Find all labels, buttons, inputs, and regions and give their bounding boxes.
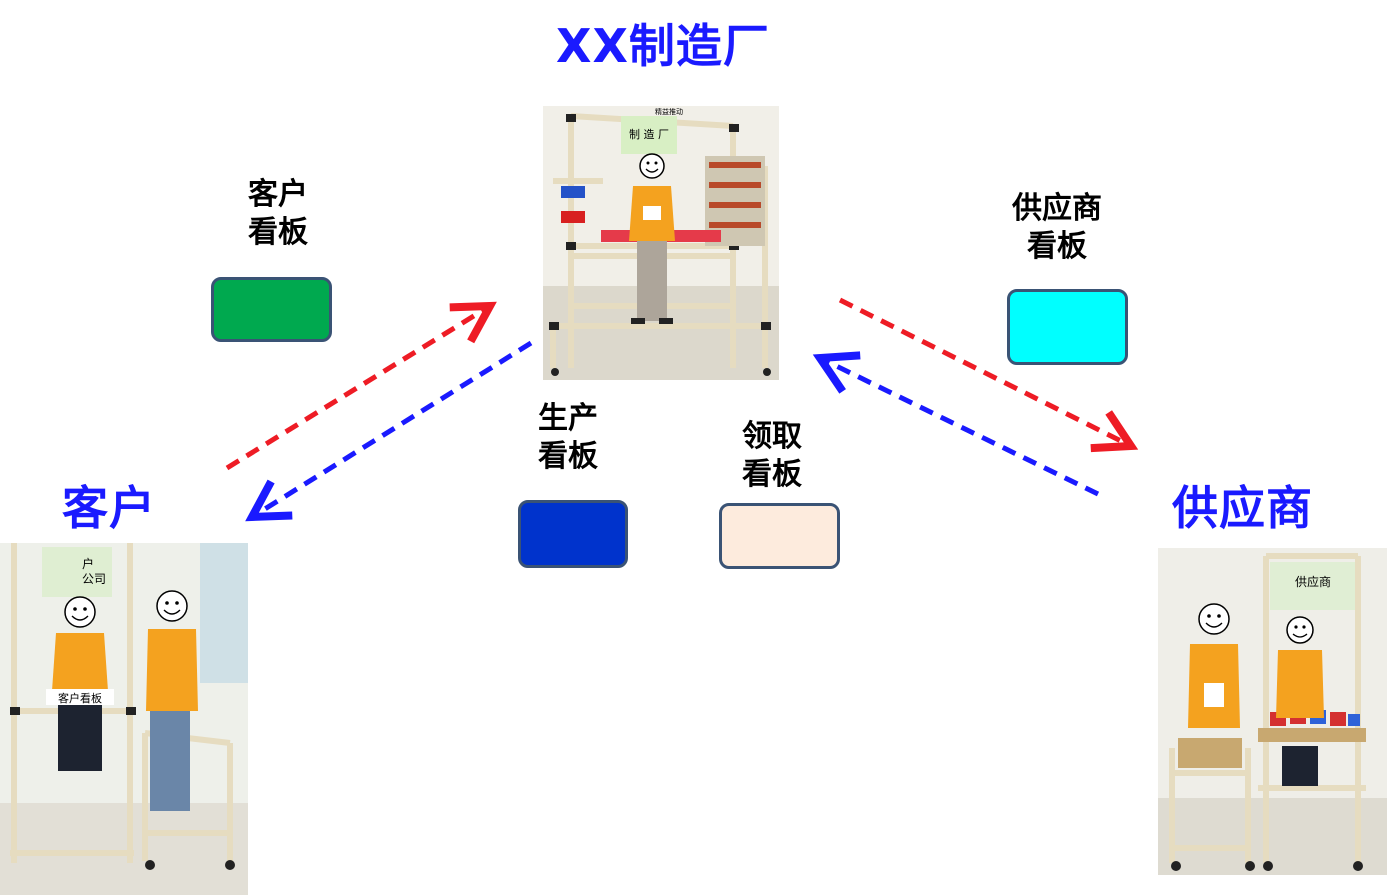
factory-photo: 制 造 厂 精益推动: [543, 106, 779, 380]
factory-title: XX制造厂: [556, 19, 770, 73]
customer-sign-line2: 公司: [82, 572, 106, 586]
smiley-face-icon: [1198, 603, 1230, 635]
arrow-supplier-to-factory: [812, 351, 1100, 497]
smiley-face-icon: [1286, 616, 1314, 644]
customer-sign-line1: 户: [82, 556, 94, 571]
smiley-face-icon: [639, 153, 665, 179]
smiley-face-icon: [156, 590, 188, 622]
production-kanban-card: [518, 500, 628, 568]
customer-photo: 户 公司 客户看板: [0, 543, 248, 895]
factory-sign: 制 造 厂: [629, 127, 669, 141]
withdrawal-kanban-card: [719, 503, 840, 569]
arrow-factory-to-supplier: [838, 297, 1139, 453]
supplier-sign: 供应商: [1295, 574, 1331, 589]
supplier-kanban-label: 供应商 看板: [1000, 190, 1114, 266]
factory-sign-top: 精益推动: [655, 107, 683, 116]
arrow-customer-to-factory: [225, 301, 497, 471]
supplier-kanban-label-line1: 供应商: [1012, 191, 1102, 226]
withdrawal-kanban-label: 领取 看板: [732, 418, 812, 494]
production-kanban-label: 生产 看板: [528, 400, 608, 476]
production-kanban-label-line1: 生产: [538, 401, 598, 436]
customer-kanban-label: 客户 看板: [238, 176, 318, 252]
production-kanban-label-line2: 看板: [538, 439, 598, 474]
customer-title: 客户: [62, 481, 156, 535]
customer-kanban-label-line1: 客户: [248, 177, 308, 212]
customer-kanban-label-line2: 看板: [248, 215, 308, 250]
smiley-face-icon: [64, 596, 96, 628]
arrow-factory-to-customer: [245, 340, 533, 522]
supplier-title: 供应商: [1172, 481, 1313, 535]
supplier-kanban-card: [1007, 289, 1128, 365]
customer-kanban-card: [211, 277, 332, 342]
supplier-kanban-label-line2: 看板: [1027, 229, 1087, 264]
withdrawal-kanban-label-line1: 领取: [742, 419, 802, 454]
supplier-photo: 供应商: [1158, 548, 1387, 875]
customer-board-label: 客户看板: [58, 691, 102, 705]
withdrawal-kanban-label-line2: 看板: [742, 457, 802, 492]
